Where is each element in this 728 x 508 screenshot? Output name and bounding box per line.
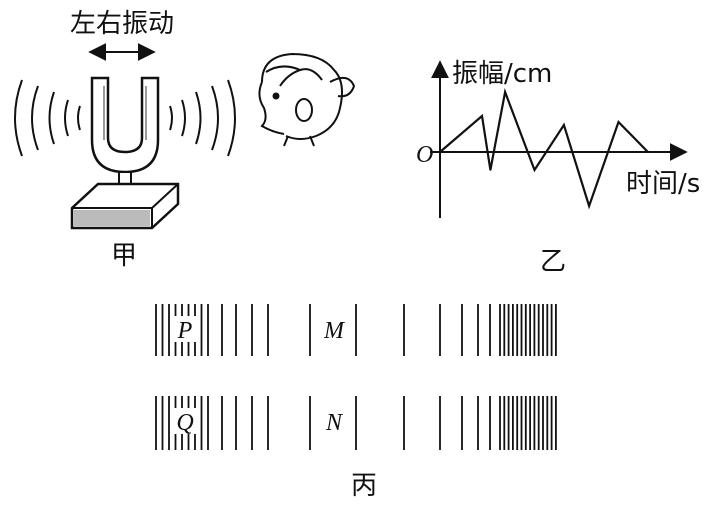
series-point-5 bbox=[563, 124, 565, 126]
x-axis-label: 时间/s bbox=[626, 169, 700, 199]
listener-head-icon bbox=[258, 52, 356, 147]
series-point-4 bbox=[533, 169, 536, 171]
wave-row-lower bbox=[155, 396, 557, 450]
series-point-7 bbox=[617, 121, 620, 123]
y-axis-label: 振幅/cm bbox=[452, 59, 552, 89]
label-q: Q bbox=[176, 410, 193, 436]
label-bg-p bbox=[174, 316, 196, 342]
label-bg-n bbox=[320, 408, 348, 434]
series-points bbox=[439, 91, 649, 207]
figure-a: 左右振动 bbox=[14, 9, 356, 271]
series-point-2 bbox=[489, 169, 492, 171]
label-n: N bbox=[325, 410, 344, 436]
sound-waves-left-icon bbox=[14, 79, 81, 157]
origin-label: O bbox=[416, 142, 433, 168]
wave-row-upper bbox=[155, 304, 557, 356]
label-bg-m bbox=[320, 316, 348, 342]
tuning-fork-icon bbox=[70, 76, 180, 230]
caption-a: 甲 bbox=[111, 241, 137, 271]
caption-c: 丙 bbox=[351, 471, 377, 501]
series-point-0 bbox=[439, 151, 441, 153]
series-line bbox=[439, 87, 649, 210]
series-point-6 bbox=[588, 205, 590, 207]
series-point-8 bbox=[647, 151, 649, 153]
series-point-1 bbox=[481, 115, 483, 117]
label-p: P bbox=[177, 318, 193, 344]
caption-b: 乙 bbox=[540, 247, 566, 277]
motion-label: 左右振动 bbox=[70, 9, 174, 39]
figure-c: P M Q N 丙 bbox=[155, 304, 557, 501]
label-m: M bbox=[323, 318, 346, 344]
label-bg-q bbox=[174, 408, 196, 434]
sound-waves-right-icon bbox=[169, 79, 236, 157]
series-point-3 bbox=[504, 91, 506, 93]
figure-b: 振幅/cm 时间/s O 乙 bbox=[416, 59, 700, 277]
